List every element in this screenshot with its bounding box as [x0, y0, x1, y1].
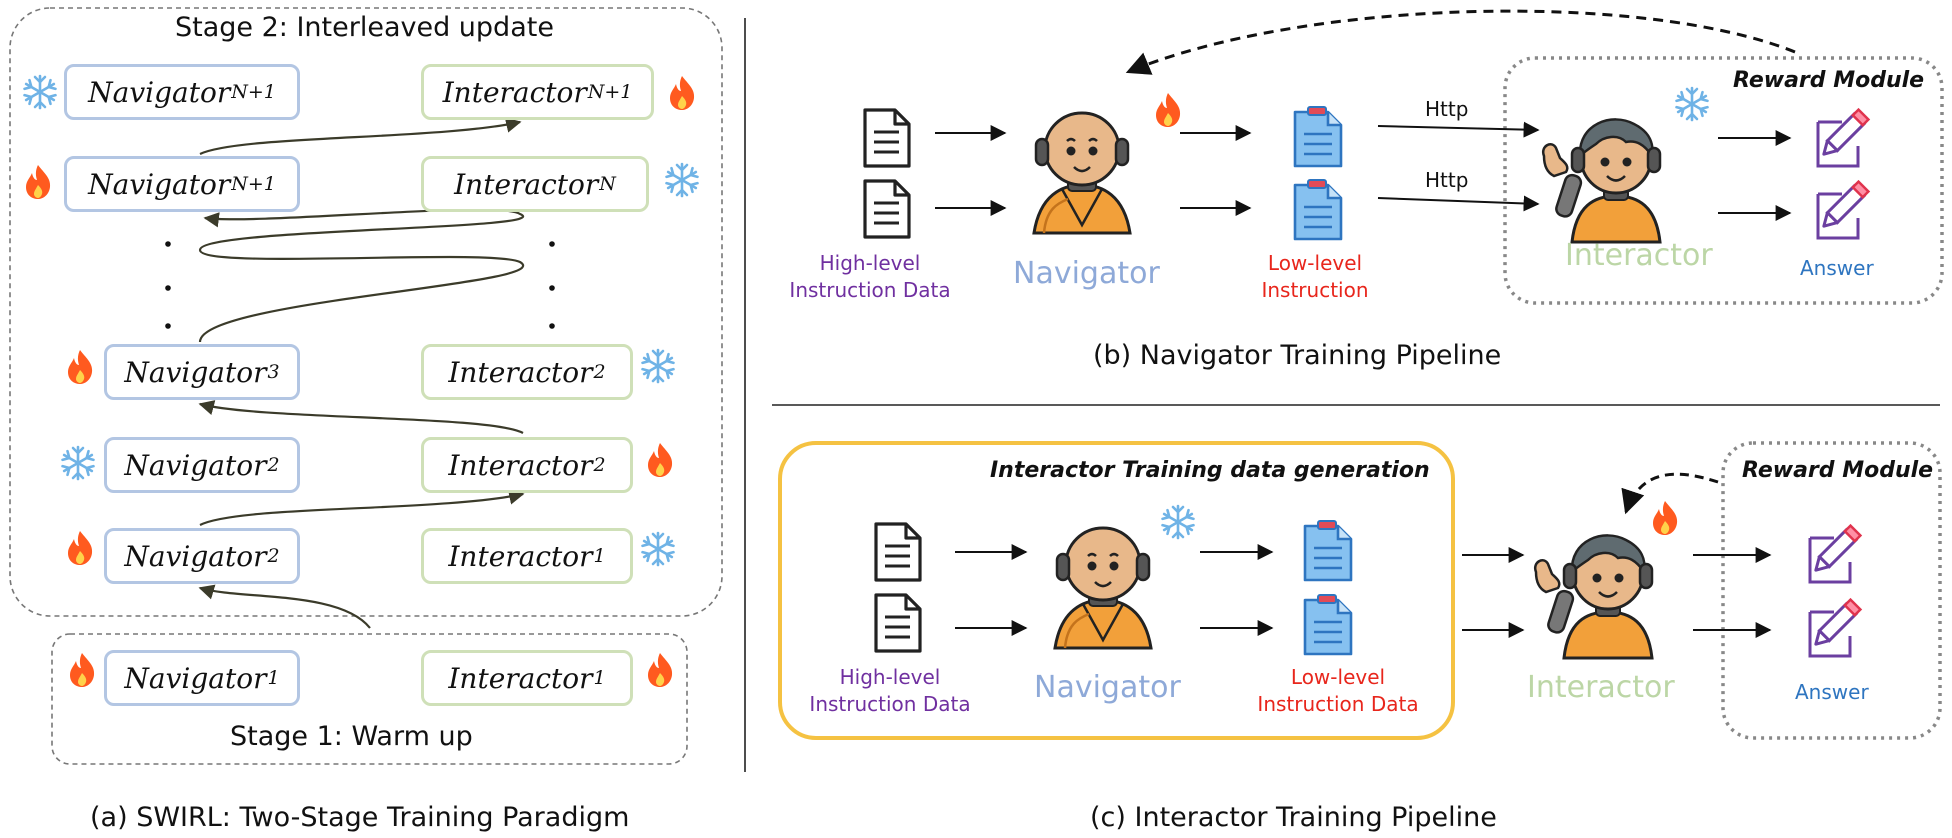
fire-icon — [648, 653, 673, 687]
high-level-label-c: High-level Instruction Data — [809, 665, 971, 716]
http-label: Http — [1425, 168, 1469, 192]
interactor-label: Interactor — [448, 355, 593, 389]
feedback-arrow-c — [1621, 472, 1719, 515]
clipboard-icon — [1303, 519, 1353, 582]
training-data-generation-box — [778, 441, 1455, 740]
stage-arrows — [198, 117, 525, 629]
low-level-label-b: Low-level Instruction — [1261, 251, 1369, 302]
navigator-name-b: Navigator — [1013, 256, 1160, 291]
interactor-name-b: Interactor — [1565, 238, 1713, 273]
caption-b: (b) Navigator Training Pipeline — [1093, 340, 1502, 371]
clipboard-icon — [1293, 178, 1343, 241]
snowflake-icon — [62, 447, 95, 479]
clipboard-icon — [1293, 105, 1343, 168]
pencil-icon — [1816, 180, 1870, 240]
interactor-name-c: Interactor — [1527, 670, 1675, 705]
fire-icon — [26, 165, 51, 199]
fire-icon — [70, 653, 95, 687]
snowflake-icon — [1162, 506, 1195, 538]
clipboard-icon — [1303, 593, 1353, 656]
stage1-title: Stage 1: Warm up — [230, 721, 473, 752]
snowflake-icon — [666, 164, 699, 196]
snowflake-icon — [642, 533, 675, 565]
navigator-index: 3 — [267, 361, 280, 383]
navigator-label: Navigator — [124, 355, 267, 389]
interactor-label: Interactor — [454, 167, 599, 201]
arrows-c — [955, 544, 1772, 638]
http-label: Http — [1425, 97, 1469, 121]
interactor-label: Interactor — [448, 661, 593, 695]
caption-a: (a) SWIRL: Two-Stage Training Paradigm — [90, 802, 630, 833]
ellipsis-dots — [165, 241, 555, 329]
feedback-arrow-b — [1125, 9, 1796, 75]
pencil-icon — [1808, 524, 1862, 584]
navigator-index: 1 — [267, 667, 280, 689]
fire-icon — [670, 76, 695, 110]
snowflake-icon — [1676, 88, 1709, 120]
navigator-index: N+1 — [231, 173, 276, 195]
pencil-icon — [1816, 108, 1870, 168]
document-icon — [863, 108, 911, 168]
fire-icon — [648, 443, 673, 477]
interactor-index: 2 — [593, 361, 606, 383]
reward-module-box-c — [1721, 441, 1942, 740]
navigator-label: Navigator — [124, 448, 267, 482]
navigator-name-c: Navigator — [1034, 670, 1181, 705]
document-icon — [874, 522, 922, 582]
fire-icon — [1653, 501, 1678, 535]
interactor-label: Interactor — [448, 539, 593, 573]
interactor-index: 1 — [593, 545, 606, 567]
navigator-label: Navigator — [88, 167, 231, 201]
arrows-b — [935, 121, 1792, 221]
training-box-title: Interactor Training data generation — [990, 458, 1430, 483]
answer-label-c: Answer — [1795, 680, 1869, 704]
robot-boy-icon — [1541, 117, 1662, 244]
stage2-title: Stage 2: Interleaved update — [175, 12, 554, 43]
snowflake-icon — [24, 76, 57, 108]
robot-monk-icon — [1053, 526, 1153, 650]
robot-boy-icon — [1533, 533, 1654, 660]
navigator-index: 2 — [267, 454, 280, 476]
fire-icon — [68, 531, 93, 565]
answer-label-b: Answer — [1800, 256, 1874, 280]
navigator-label: Navigator — [124, 661, 267, 695]
navigator-label: Navigator — [124, 539, 267, 573]
document-icon — [874, 593, 922, 653]
stage2-border — [9, 7, 723, 617]
interactor-index: N — [599, 173, 616, 195]
reward-module-title-c: Reward Module — [1742, 458, 1934, 483]
caption-c: (c) Interactor Training Pipeline — [1090, 802, 1497, 833]
interactor-index: 1 — [593, 667, 606, 689]
robot-monk-icon — [1032, 111, 1132, 235]
interactor-label: Interactor — [448, 448, 593, 482]
fire-icon — [68, 350, 93, 384]
interactor-index: N+1 — [587, 81, 633, 103]
navigator-index: 2 — [267, 545, 280, 567]
high-level-label-b: High-level Instruction Data — [789, 251, 951, 302]
pencil-icon — [1808, 598, 1862, 658]
interactor-index: 2 — [593, 454, 606, 476]
interactor-box: Interactor N — [421, 156, 649, 212]
navigator-label: Navigator — [88, 75, 231, 109]
fire-icon — [1156, 93, 1181, 127]
navigator-index: N+1 — [231, 81, 276, 103]
reward-module-title-b: Reward Module — [1733, 68, 1925, 93]
interactor-label: Interactor — [442, 75, 587, 109]
snowflake-icon — [642, 350, 675, 382]
low-level-label-c: Low-level Instruction Data — [1257, 665, 1419, 716]
document-icon — [863, 179, 911, 239]
stage1-border — [51, 633, 688, 765]
